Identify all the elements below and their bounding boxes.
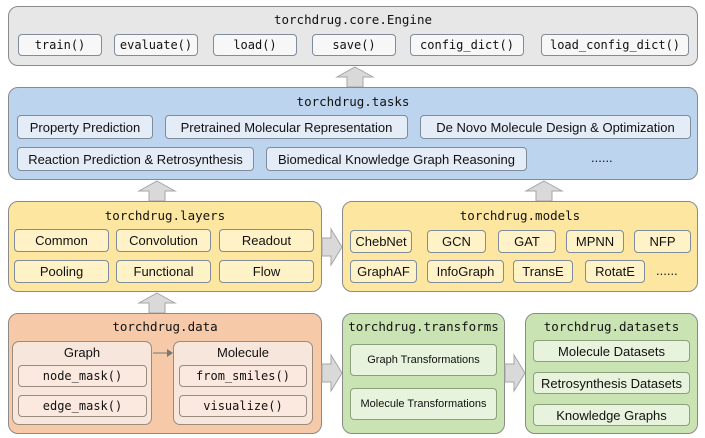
model-transe: TransE [513, 260, 573, 283]
model-chebnet: ChebNet [350, 230, 412, 253]
model-mpnn: MPNN [566, 230, 624, 253]
molecule-title: Molecule [216, 345, 270, 360]
models-title: torchdrug.models [459, 208, 581, 223]
engine-method-evaluate: evaluate() [114, 34, 198, 56]
molecule-method-visualize: visualize() [179, 395, 307, 417]
layer-flow: Flow [219, 260, 314, 283]
transforms-title: torchdrug.transforms [348, 319, 499, 334]
models-more: ...... [656, 263, 678, 278]
engine-method-train: train() [18, 34, 102, 56]
transform-molecule: Molecule Transformations [350, 388, 497, 420]
engine-method-save: save() [312, 34, 396, 56]
arrow-graph-to-molecule [153, 349, 173, 357]
arrow-models-to-tasks [524, 180, 564, 202]
layer-convolution: Convolution [116, 229, 211, 252]
dataset-retrosynthesis: Retrosynthesis Datasets [533, 372, 690, 394]
graph-method-node-mask: node_mask() [18, 365, 147, 387]
tasks-more: ...... [591, 150, 613, 165]
model-infograph: InfoGraph [427, 260, 504, 283]
graph-title: Graph [63, 345, 101, 360]
model-gat: GAT [498, 230, 556, 253]
arrow-transforms-to-datasets [504, 353, 526, 393]
layer-common: Common [14, 229, 109, 252]
arrow-layers-to-models [321, 227, 343, 267]
layer-functional: Functional [116, 260, 211, 283]
datasets-title: torchdrug.datasets [543, 319, 680, 334]
arrow-layers-to-tasks [137, 180, 177, 202]
molecule-method-from-smiles: from_smiles() [179, 365, 307, 387]
dataset-knowledge-graphs: Knowledge Graphs [533, 404, 690, 426]
task-knowledge-graph-reasoning: Biomedical Knowledge Graph Reasoning [266, 147, 527, 171]
tasks-title: torchdrug.tasks [296, 94, 410, 109]
layer-pooling: Pooling [14, 260, 109, 283]
task-reaction-prediction: Reaction Prediction & Retrosynthesis [17, 147, 254, 171]
model-rotate: RotatE [585, 260, 645, 283]
data-title: torchdrug.data [112, 319, 218, 334]
layers-title: torchdrug.layers [104, 208, 226, 223]
engine-method-config-dict: config_dict() [410, 34, 524, 56]
task-pretrained-molecular-representation: Pretrained Molecular Representation [165, 115, 408, 139]
graph-method-edge-mask: edge_mask() [18, 395, 147, 417]
engine-method-load: load() [213, 34, 297, 56]
transform-graph: Graph Transformations [350, 344, 497, 376]
model-graphaf: GraphAF [350, 260, 417, 283]
arrow-data-to-transforms [321, 353, 343, 393]
model-gcn: GCN [427, 230, 486, 253]
layer-readout: Readout [219, 229, 314, 252]
engine-method-load-config-dict: load_config_dict() [541, 34, 689, 56]
dataset-molecule: Molecule Datasets [533, 340, 690, 362]
arrow-data-to-layers [137, 292, 177, 314]
model-nfp: NFP [634, 230, 691, 253]
task-property-prediction: Property Prediction [17, 115, 153, 139]
arrow-tasks-to-engine [335, 66, 375, 88]
task-de-novo-design: De Novo Molecule Design & Optimization [420, 115, 691, 139]
engine-title: torchdrug.core.Engine [273, 12, 433, 27]
